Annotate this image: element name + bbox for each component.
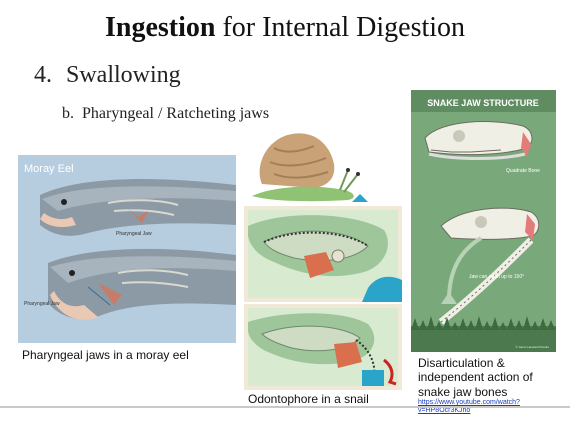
- list-item-swallowing: 4. Swallowing: [34, 62, 181, 89]
- snail-illustration: [244, 124, 370, 204]
- title-bold: Ingestion: [105, 12, 215, 43]
- sublist-text: Pharyngeal / Ratcheting jaws: [82, 105, 269, 122]
- snake-credit: © Jaime Hessler/Ontarite: [515, 345, 549, 349]
- list-text: Swallowing: [66, 62, 181, 88]
- eel-label-top: Pharyngeal Jaw: [116, 231, 152, 237]
- bottom-divider: [0, 406, 570, 408]
- snake-jaw-figure: SNAKE JAW STRUCTURE Quadrate Bone Jaw ca…: [411, 90, 556, 352]
- sublist-letter: b.: [62, 105, 74, 122]
- snake-caption-text: Disarticulation & independent action of …: [418, 356, 558, 399]
- moray-eel-figure: Moray Eel Pharyngeal Jaw Pharyngeal Jaw: [18, 155, 236, 343]
- snail-odontophore-panel-1: [244, 206, 402, 302]
- snake-heading: SNAKE JAW STRUCTURE: [427, 98, 539, 108]
- slide-title: Ingestion for Internal Digestion: [0, 12, 570, 44]
- snail-odontophore-panel-2: [244, 304, 402, 390]
- eel-heading: Moray Eel: [24, 163, 74, 175]
- list-number: 4.: [34, 62, 52, 88]
- eel-label-bottom: Pharyngeal Jaw: [24, 301, 60, 307]
- snake-label-quadrate: Quadrate Bone: [506, 168, 540, 174]
- sublist-item-pharyngeal: b. Pharyngeal / Ratcheting jaws: [62, 105, 269, 123]
- snake-label-open: Jaw can open up to 150°: [469, 274, 524, 280]
- eel-caption: Pharyngeal jaws in a moray eel: [22, 348, 189, 362]
- title-rest: for Internal Digestion: [215, 12, 465, 43]
- snail-caption: Odontophore in a snail: [248, 392, 369, 406]
- moray-eel-illustration: Moray Eel Pharyngeal Jaw Pharyngeal Jaw: [18, 155, 236, 343]
